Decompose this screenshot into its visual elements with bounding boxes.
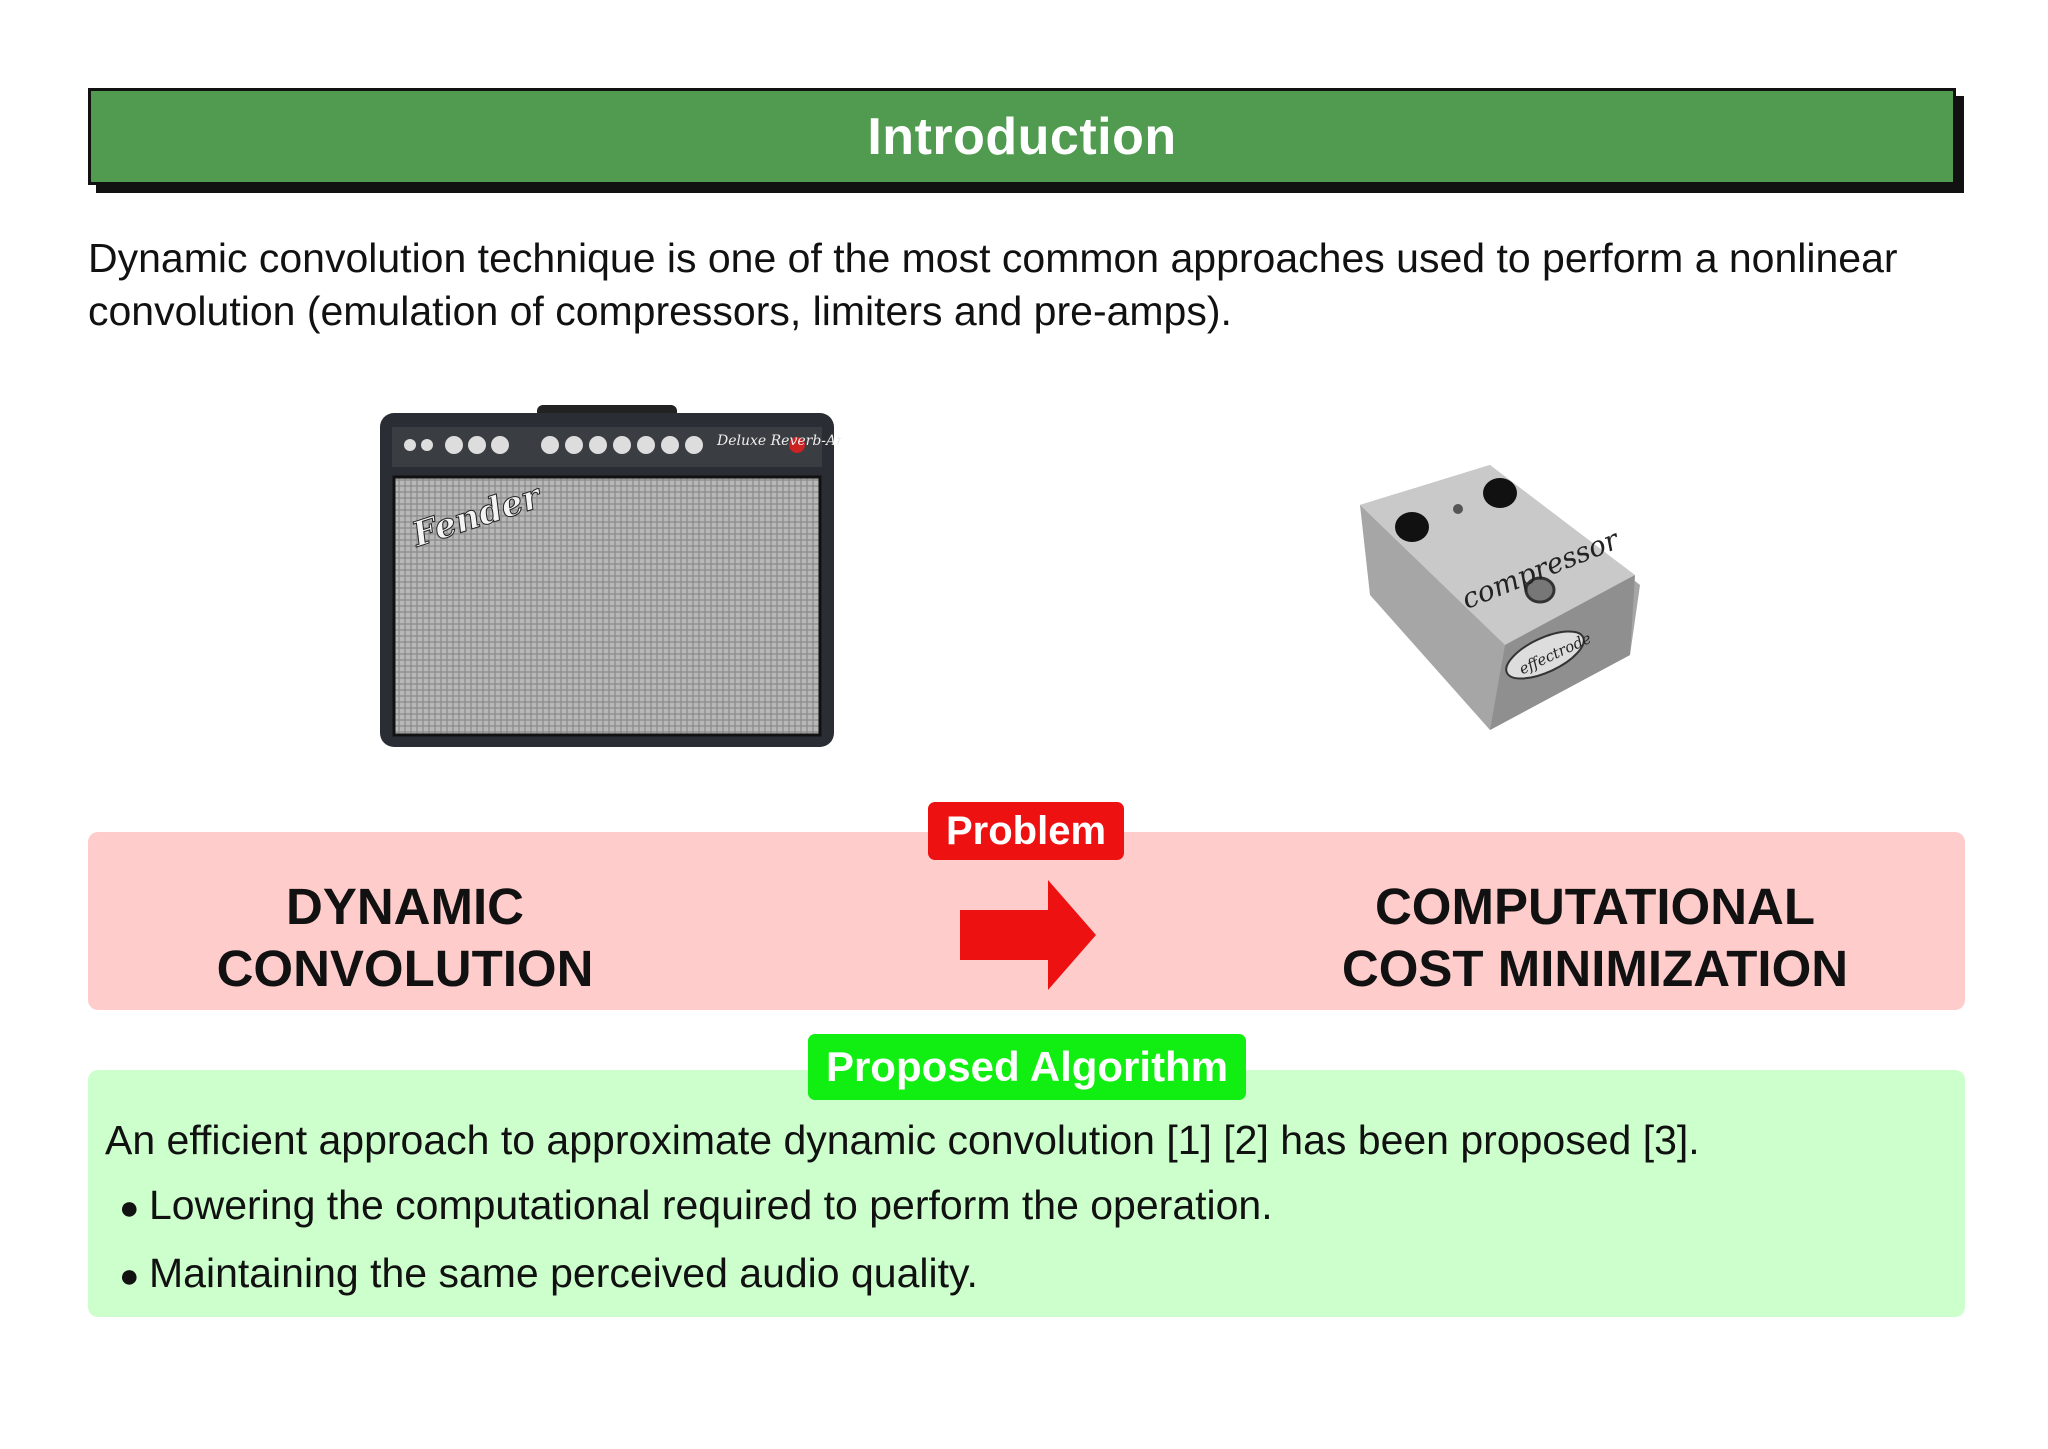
intro-paragraph: Dynamic convolution technique is one of … <box>88 235 1898 334</box>
problem-tag: Problem <box>928 802 1124 860</box>
problem-left-line2: CONVOLUTION <box>216 940 594 997</box>
bullet-text: Maintaining the same perceived audio qua… <box>149 1250 978 1296</box>
compressor-pedal-image: compressor effectrode <box>1360 465 1640 730</box>
problem-left-line1: DYNAMIC <box>286 878 524 935</box>
algorithm-tag: Proposed Algorithm <box>808 1034 1246 1100</box>
bullet-text: Lowering the computational required to p… <box>149 1182 1273 1228</box>
guitar-amp-image: Deluxe Reverb-Amp Fender <box>380 405 842 747</box>
bullet-icon: ● <box>119 1189 140 1227</box>
right-arrow-icon <box>960 880 1096 990</box>
bullet-icon: ● <box>119 1257 140 1295</box>
algorithm-block <box>88 1070 1965 1317</box>
problem-right-line2: COST MINIMIZATION <box>1341 940 1849 997</box>
list-item: ● Lowering the computational required to… <box>119 1173 1945 1241</box>
algorithm-content: An efficient approach to approximate dyn… <box>105 1108 1945 1309</box>
amp-model-text: Deluxe Reverb-Amp <box>716 433 842 449</box>
section-title-bar: Introduction <box>88 88 1956 185</box>
section-title: Introduction <box>867 107 1177 166</box>
algorithm-lead: An efficient approach to approximate dyn… <box>105 1117 1700 1163</box>
list-item: ● Maintaining the same perceived audio q… <box>119 1241 1945 1309</box>
problem-right-line1: COMPUTATIONAL <box>1374 878 1816 935</box>
problem-left-label: DYNAMIC CONVOLUTION <box>150 876 660 1000</box>
problem-right-label: COMPUTATIONAL COST MINIMIZATION <box>1300 876 1890 1000</box>
